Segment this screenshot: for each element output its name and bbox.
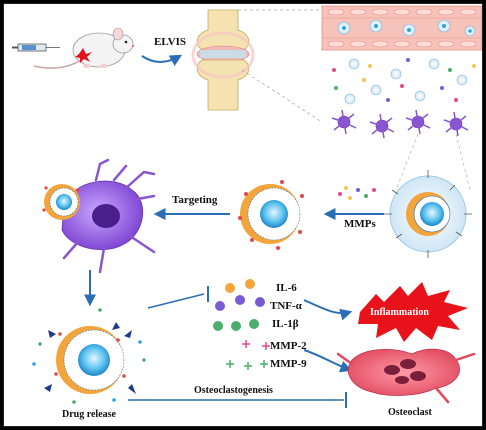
to-osteoclast-arrow xyxy=(303,349,353,373)
to-inflammation-arrow xyxy=(303,299,353,321)
drug-release-particle xyxy=(32,308,146,404)
inflammation-label: Inflammation xyxy=(370,307,429,318)
il1b-label: IL-1β xyxy=(272,318,299,330)
osteoclastogenesis-label: Osteoclastogenesis xyxy=(194,385,273,396)
targeting-label: Targeting xyxy=(172,194,218,206)
macrophage-row xyxy=(331,109,469,139)
inflammation-burst xyxy=(358,282,468,342)
mmp-markers xyxy=(226,340,270,370)
ph-sensitive-nanoparticle xyxy=(384,170,472,258)
figure-frame: ELVIS Targeting MMPs IL-6 TNF-α IL-1β MM… xyxy=(3,3,483,427)
inhibit-cytokines-line xyxy=(147,293,205,309)
macrophage-cell xyxy=(42,158,156,274)
knee-joint-icon xyxy=(191,9,255,111)
elvis-label: ELVIS xyxy=(154,36,187,48)
tnf-label: TNF-α xyxy=(270,300,302,312)
mmps-label: MMPs xyxy=(344,218,376,230)
mmp9-label: MMP-9 xyxy=(270,358,307,370)
blood-vessel xyxy=(321,5,482,51)
drug-release-label: Drug release xyxy=(62,409,116,420)
mmp2-label: MMP-2 xyxy=(270,340,307,352)
syringe-icon xyxy=(12,43,60,52)
elvis-arrow xyxy=(141,54,183,66)
activated-nanoparticle xyxy=(238,180,304,250)
cytokines-group xyxy=(213,279,265,331)
released-particles xyxy=(332,58,476,105)
il6-label: IL-6 xyxy=(276,282,297,294)
osteoclast-label: Osteoclast xyxy=(388,407,432,418)
diagram-canvas xyxy=(12,5,482,408)
osteoclast-cell xyxy=(336,348,476,404)
mouse-icon xyxy=(33,27,135,69)
mmp-dots xyxy=(338,186,376,200)
